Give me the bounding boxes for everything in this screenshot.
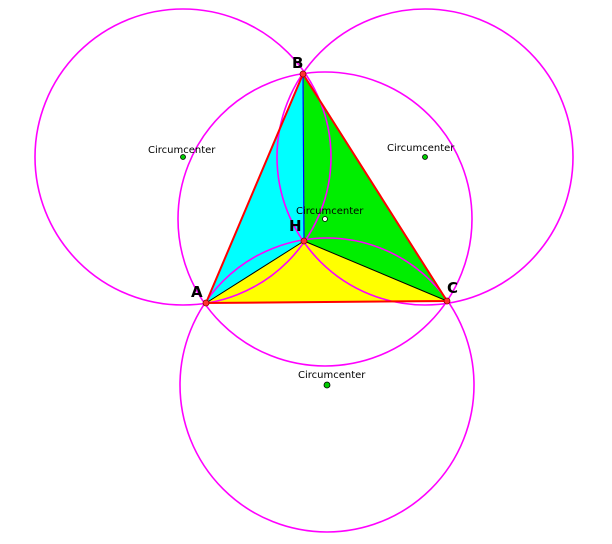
label-b: B (292, 54, 303, 72)
point-a[interactable] (202, 299, 210, 307)
triangle-abc (204, 71, 449, 305)
label-h: H (289, 217, 302, 235)
circumcircle-bch (276, 8, 574, 306)
segment-ha (205, 240, 305, 304)
center-ach (323, 381, 331, 389)
circumcenter-label-abh: Circumcenter (148, 145, 216, 156)
circumcenter-label-ach: Circumcenter (298, 370, 366, 381)
point-h[interactable] (300, 237, 308, 245)
center-bch (422, 154, 428, 160)
altitude-bh (302, 73, 305, 242)
center-abc (322, 216, 328, 222)
circumcenter-label-bch: Circumcenter (387, 143, 455, 154)
circumcenter-label-abc: Circumcenter (296, 206, 364, 217)
center-abh (180, 154, 186, 160)
triangle-ach-fill (206, 241, 447, 303)
circumcircle-ach (179, 237, 475, 533)
segment-hc (303, 240, 448, 302)
point-c[interactable] (443, 297, 451, 305)
circumcircle-abh (34, 8, 332, 306)
point-b[interactable] (299, 70, 307, 78)
label-c: C (447, 279, 458, 297)
circumcircle-abc (177, 71, 473, 367)
label-a: A (191, 283, 203, 301)
